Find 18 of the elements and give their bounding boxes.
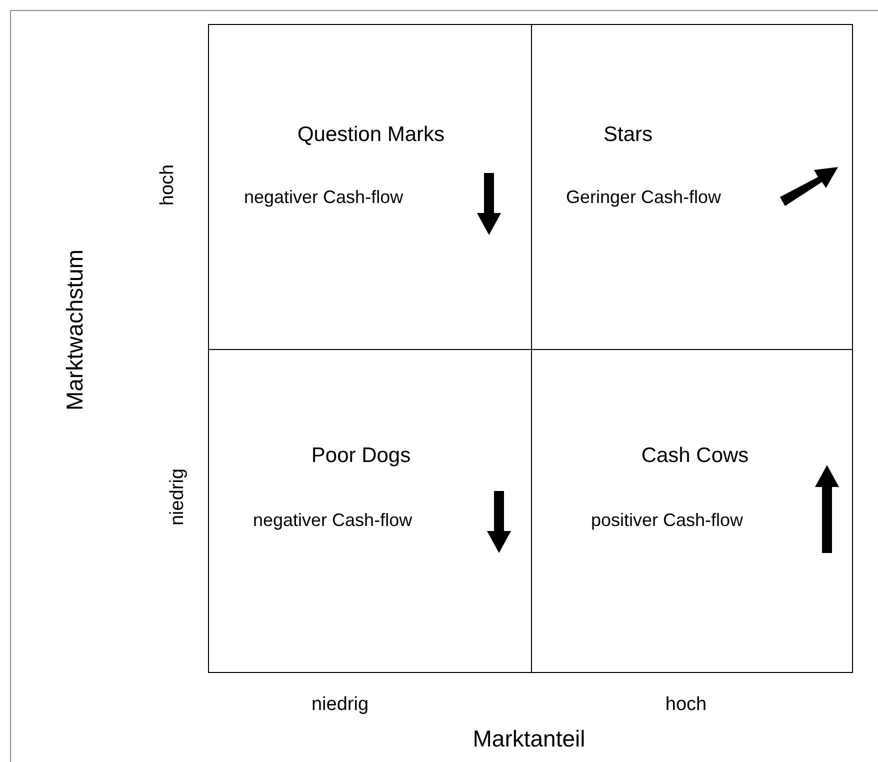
cash-flow-text: negativer Cash-flow xyxy=(253,510,412,531)
cash-flow-text: negativer Cash-flow xyxy=(244,187,404,208)
quadrant-title: Poor Dogs xyxy=(311,444,411,468)
axis-value-label: hoch xyxy=(665,694,707,716)
cash-flow-text: positiver Cash-flow xyxy=(591,510,744,531)
matrix-quadrant xyxy=(208,24,532,350)
quadrant-title: Stars xyxy=(604,123,652,147)
quadrant-title: Question Marks xyxy=(297,123,445,147)
cash-flow-text: Geringer Cash-flow xyxy=(566,187,722,208)
axis-title: Marktwachstum xyxy=(62,249,88,411)
axis-value-label: niedrig xyxy=(167,468,189,526)
axis-title: Marktanteil xyxy=(472,726,586,752)
quadrant-title: Cash Cows xyxy=(641,444,749,468)
axis-value-label: hoch xyxy=(157,164,179,206)
matrix-quadrant xyxy=(531,24,853,350)
axis-value-label: niedrig xyxy=(311,694,369,716)
matrix-quadrant xyxy=(531,349,853,673)
matrix-quadrant xyxy=(208,349,532,673)
